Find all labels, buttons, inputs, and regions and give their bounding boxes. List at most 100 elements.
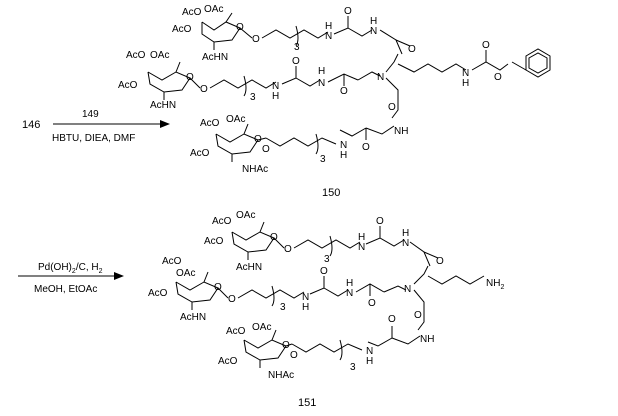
svg-text:AcHN: AcHN — [180, 312, 206, 323]
svg-text:3: 3 — [280, 302, 286, 313]
svg-text:O: O — [376, 216, 384, 227]
galnac-ring-1b: AcO OAc AcO O AcHN O — [204, 210, 292, 273]
svg-text:AcO: AcO — [204, 236, 224, 247]
svg-text:AcO: AcO — [148, 288, 168, 299]
svg-text:O: O — [228, 294, 236, 305]
svg-text:AcO: AcO — [162, 256, 182, 267]
svg-text:3: 3 — [250, 92, 256, 103]
svg-text:O: O — [388, 102, 396, 113]
svg-text:O: O — [186, 72, 194, 83]
svg-text:3: 3 — [294, 42, 300, 53]
svg-text:N: N — [358, 242, 365, 253]
svg-text:O: O — [482, 40, 490, 51]
galnac-ring-2b: AcO OAc AcO O AcHN O — [148, 256, 236, 323]
svg-text:O: O — [388, 314, 396, 325]
svg-text:N: N — [325, 31, 332, 42]
svg-text:N: N — [404, 284, 411, 295]
amine-label: NH2 — [486, 278, 504, 291]
galnac-ring-2a: AcO OAc AcO O AcHN O — [118, 50, 208, 111]
svg-text:H: H — [325, 21, 332, 32]
svg-text:OAc: OAc — [252, 322, 271, 333]
linker-chain-2a: 3 N H O N H O N — [210, 54, 398, 103]
svg-text:O: O — [262, 144, 270, 155]
svg-text:N: N — [370, 26, 377, 37]
svg-text:H: H — [340, 150, 347, 161]
svg-text:H: H — [346, 278, 353, 289]
svg-text:OAc: OAc — [226, 114, 245, 125]
svg-text:O: O — [214, 282, 222, 293]
svg-text:O: O — [254, 134, 262, 145]
svg-text:O: O — [200, 84, 208, 95]
svg-text:OAc: OAc — [176, 268, 195, 279]
svg-text:AcO: AcO — [212, 216, 232, 227]
reagent-label-1: 149 — [82, 109, 99, 120]
svg-text:3: 3 — [320, 154, 326, 165]
svg-text:O: O — [362, 142, 370, 153]
svg-text:O: O — [290, 350, 298, 361]
lysine-cbz-chain: N H O O — [398, 40, 550, 89]
svg-text:O: O — [282, 340, 290, 351]
svg-text:OAc: OAc — [204, 4, 223, 15]
svg-text:O: O — [284, 244, 292, 255]
svg-text:AcHN: AcHN — [150, 100, 176, 111]
product-label-151: 151 — [298, 397, 316, 409]
svg-text:O: O — [436, 256, 444, 267]
svg-text:H: H — [402, 228, 409, 239]
svg-text:H: H — [366, 356, 373, 367]
svg-text:AcHN: AcHN — [202, 52, 228, 63]
svg-text:O: O — [368, 298, 376, 309]
reaction-arrow-1-head — [160, 120, 170, 128]
svg-text:AcO: AcO — [200, 118, 220, 129]
svg-text:O: O — [270, 232, 278, 243]
svg-text:AcO: AcO — [218, 356, 238, 367]
svg-text:NHAc: NHAc — [268, 370, 294, 381]
svg-text:O: O — [236, 22, 244, 33]
svg-text:H: H — [358, 232, 365, 243]
linker-chain-1b: 3 N H O N H O — [294, 216, 444, 267]
lysine-amine-chain: NH2 — [428, 276, 504, 291]
svg-text:AcO: AcO — [172, 24, 192, 35]
linker-chain-2b: 3 N H O N H O N — [238, 266, 428, 313]
svg-text:N: N — [346, 288, 353, 299]
svg-text:OAc: OAc — [236, 210, 255, 221]
svg-text:N: N — [318, 78, 325, 89]
svg-text:3: 3 — [350, 362, 356, 373]
svg-text:O: O — [344, 6, 352, 17]
conditions-label-1: HBTU, DIEA, DMF — [52, 133, 135, 144]
linker-chain-1a: 3 N H O N H O — [262, 6, 416, 55]
svg-text:O: O — [494, 72, 502, 83]
svg-text:O: O — [414, 310, 422, 321]
svg-text:O: O — [320, 266, 328, 277]
svg-text:AcO: AcO — [182, 7, 202, 18]
product-label-150: 150 — [322, 187, 340, 199]
svg-text:H: H — [370, 16, 377, 27]
svg-text:H: H — [318, 66, 325, 77]
reaction-arrow-2-head — [114, 272, 124, 280]
svg-text:AcO: AcO — [126, 50, 146, 61]
glycine-branch-3a: O NH O N H 3 — [266, 100, 408, 165]
svg-text:O: O — [340, 86, 348, 97]
svg-text:N: N — [377, 72, 384, 83]
reagent-label-2: Pd(OH)2/C, H2 — [38, 262, 103, 275]
svg-text:N: N — [402, 238, 409, 249]
svg-text:AcO: AcO — [118, 80, 138, 91]
svg-text:O: O — [292, 56, 300, 67]
starting-material-label: 146 — [22, 119, 40, 131]
svg-text:NHAc: NHAc — [242, 164, 268, 175]
galnac-ring-3a: AcO OAc AcO O NHAc O — [190, 114, 270, 175]
svg-text:H: H — [272, 91, 279, 102]
svg-text:NH: NH — [394, 126, 408, 137]
svg-text:O: O — [408, 44, 416, 55]
svg-text:AcHN: AcHN — [236, 262, 262, 273]
svg-text:H: H — [302, 302, 309, 313]
svg-text:O: O — [252, 34, 260, 45]
conditions-label-2: MeOH, EtOAc — [34, 284, 97, 295]
svg-text:3: 3 — [324, 254, 330, 265]
svg-text:NH: NH — [420, 334, 434, 345]
svg-text:AcO: AcO — [226, 326, 246, 337]
glycine-branch-3b: O NH O N H 3 — [292, 310, 434, 373]
svg-text:AcO: AcO — [190, 148, 210, 159]
svg-text:H: H — [462, 78, 469, 89]
svg-text:OAc: OAc — [150, 50, 169, 61]
